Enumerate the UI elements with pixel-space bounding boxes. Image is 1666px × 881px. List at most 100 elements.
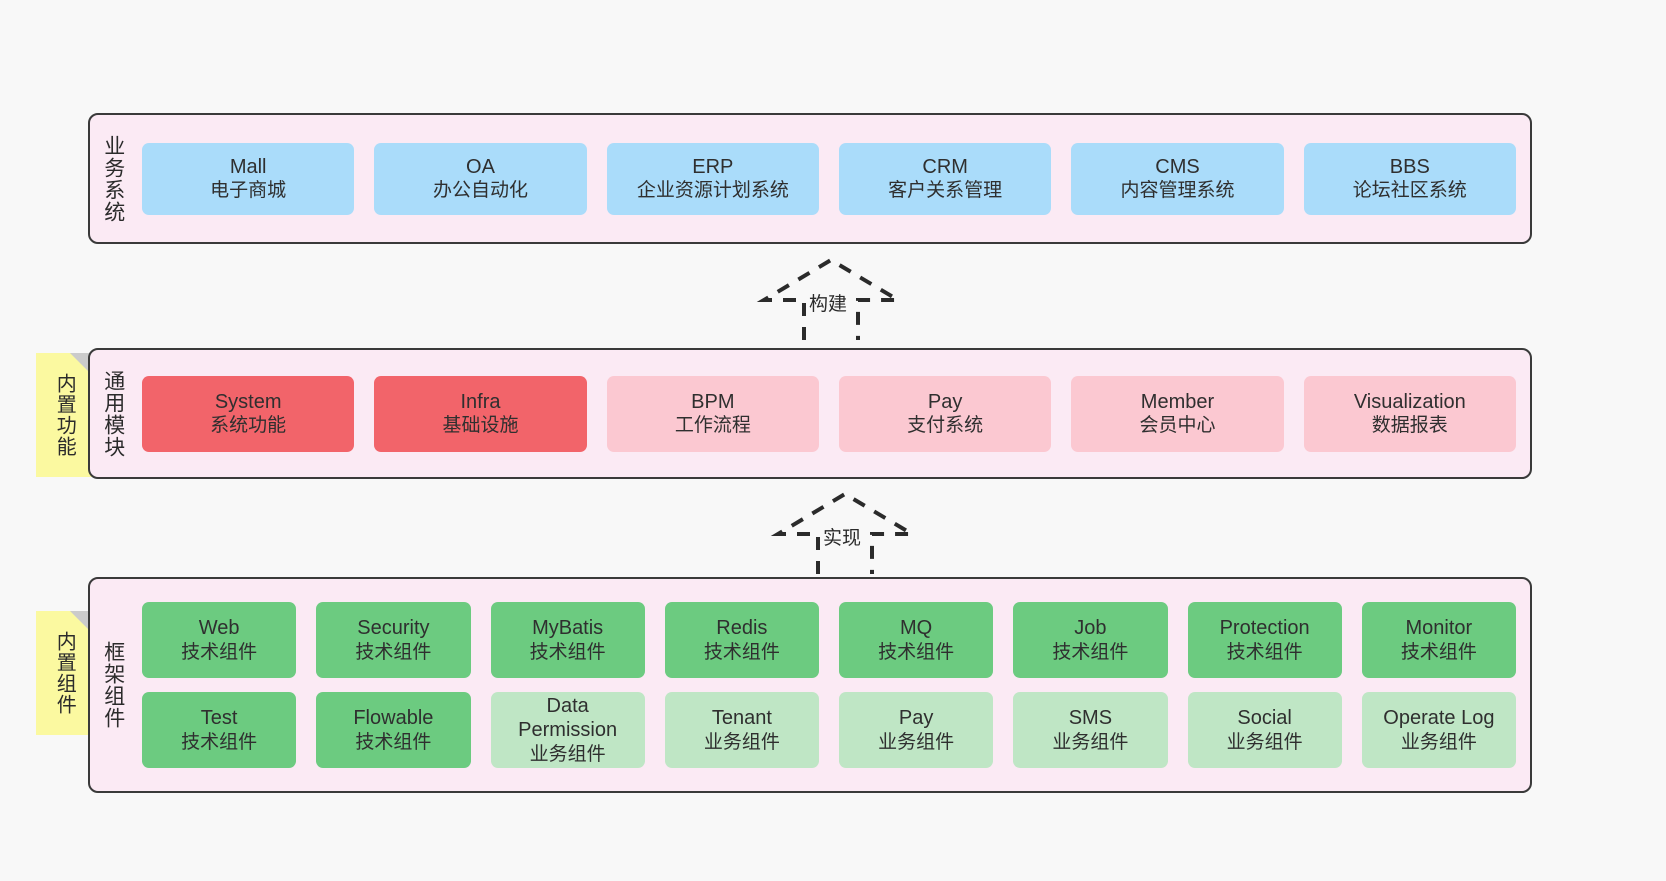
- node-oa[interactable]: OA 办公自动化: [374, 142, 587, 215]
- node-redis[interactable]: Redis 技术组件: [664, 602, 819, 678]
- node-pay-component[interactable]: Pay 业务组件: [839, 692, 994, 768]
- node-visualization[interactable]: Visualization 数据报表: [1303, 375, 1516, 452]
- node-subtitle: 业务组件: [703, 731, 780, 753]
- node-bbs[interactable]: BBS 论坛社区系统: [1303, 142, 1516, 215]
- business-node-row: Mall 电子商城 OA 办公自动化 ERP 企业资源计划系统 CRM 客户关系…: [142, 142, 1516, 215]
- node-title: Pay: [927, 390, 963, 413]
- node-subtitle: 会员中心: [1139, 415, 1216, 437]
- node-subtitle: 技术组件: [878, 641, 955, 663]
- node-social[interactable]: Social 业务组件: [1187, 692, 1342, 768]
- node-bpm[interactable]: BPM 工作流程: [606, 375, 819, 452]
- node-monitor[interactable]: Monitor 技术组件: [1361, 602, 1516, 678]
- node-subtitle: 技术组件: [1226, 641, 1303, 663]
- sticky-fold-icon: [70, 353, 92, 375]
- node-crm[interactable]: CRM 客户关系管理: [838, 142, 1052, 215]
- sticky-label: 内置功能: [53, 373, 76, 457]
- node-subtitle: 业务组件: [1052, 731, 1129, 753]
- node-title: CMS: [1155, 155, 1200, 178]
- node-title: OA: [466, 155, 495, 178]
- sticky-fold-icon: [70, 611, 92, 633]
- node-job[interactable]: Job 技术组件: [1013, 602, 1168, 678]
- node-title: Infra: [460, 390, 501, 413]
- node-subtitle: 办公自动化: [432, 180, 528, 202]
- node-title: SMS: [1068, 707, 1113, 730]
- node-mq[interactable]: MQ 技术组件: [839, 602, 994, 678]
- node-subtitle: 支付系统: [907, 415, 984, 437]
- node-subtitle: 技术组件: [1400, 641, 1477, 663]
- node-title: Social: [1237, 707, 1292, 730]
- node-cms[interactable]: CMS 内容管理系统: [1071, 142, 1284, 215]
- node-operate-log[interactable]: Operate Log 业务组件: [1361, 692, 1516, 768]
- layer-modules-label: 通用模块: [101, 369, 125, 458]
- node-title: Protection: [1219, 617, 1310, 640]
- node-title: Web: [198, 617, 240, 640]
- node-title: Data Permission: [518, 695, 618, 742]
- node-title: Pay: [898, 707, 934, 730]
- node-title: ERP: [692, 155, 734, 178]
- node-title: CRM: [922, 155, 968, 178]
- node-subtitle: 工作流程: [674, 415, 751, 437]
- node-title: Visualization: [1353, 390, 1466, 413]
- node-subtitle: 业务组件: [529, 743, 606, 765]
- layer-business-label: 业务系统: [101, 134, 125, 223]
- layer-business-systems: 业务系统 Mall 电子商城 OA 办公自动化 ERP 企业资源计划系统 CRM: [88, 113, 1532, 244]
- node-subtitle: 技术组件: [703, 641, 780, 663]
- node-title: MyBatis: [532, 617, 604, 640]
- node-tenant[interactable]: Tenant 业务组件: [664, 692, 819, 768]
- node-member[interactable]: Member 会员中心: [1071, 375, 1284, 452]
- node-data-permission[interactable]: Data Permission 业务组件: [490, 692, 645, 768]
- node-title: System: [214, 390, 282, 413]
- node-subtitle: 技术组件: [355, 641, 432, 663]
- node-subtitle: 数据报表: [1371, 415, 1448, 437]
- sticky-note-builtin-components: 内置组件: [36, 611, 92, 735]
- framework-node-row-technical: Web 技术组件 Security 技术组件 MyBatis 技术组件 Redi…: [142, 602, 1516, 678]
- node-title: BPM: [691, 390, 735, 413]
- node-title: Tenant: [711, 707, 772, 730]
- connector-build: 构建: [756, 256, 906, 340]
- layer-framework-components: 框架组件 Web 技术组件 Security 技术组件 MyBatis 技术组件…: [88, 577, 1532, 793]
- connector-implement: 实现: [770, 490, 920, 574]
- layer-framework-body: Web 技术组件 Security 技术组件 MyBatis 技术组件 Redi…: [136, 579, 1530, 791]
- node-subtitle: 技术组件: [181, 641, 258, 663]
- node-erp[interactable]: ERP 企业资源计划系统: [606, 142, 819, 215]
- node-flowable[interactable]: Flowable 技术组件: [316, 692, 471, 768]
- node-title: Redis: [716, 617, 768, 640]
- layer-common-modules: 通用模块 System 系统功能 Infra 基础设施 BPM 工作流程 Pay: [88, 348, 1532, 479]
- sticky-note-builtin-features: 内置功能: [36, 353, 92, 477]
- node-subtitle: 技术组件: [355, 731, 432, 753]
- node-title: Monitor: [1405, 617, 1473, 640]
- node-title: Mall: [229, 155, 267, 178]
- node-title: BBS: [1389, 155, 1430, 178]
- node-title: Operate Log: [1383, 707, 1495, 730]
- node-test[interactable]: Test 技术组件: [142, 692, 297, 768]
- node-subtitle: 电子商城: [210, 180, 287, 202]
- layer-modules-body: System 系统功能 Infra 基础设施 BPM 工作流程 Pay 支付系统…: [136, 350, 1530, 477]
- node-system[interactable]: System 系统功能: [142, 375, 355, 452]
- framework-node-row-business: Test 技术组件 Flowable 技术组件 Data Permission …: [142, 692, 1516, 768]
- node-infra[interactable]: Infra 基础设施: [374, 375, 587, 452]
- node-subtitle: 业务组件: [878, 731, 955, 753]
- node-title: Security: [357, 617, 430, 640]
- node-subtitle: 企业资源计划系统: [636, 180, 789, 202]
- node-title: MQ: [900, 617, 933, 640]
- layer-framework-label: 框架组件: [101, 641, 125, 729]
- node-subtitle: 业务组件: [1226, 731, 1303, 753]
- node-mybatis[interactable]: MyBatis 技术组件: [490, 602, 645, 678]
- connector-implement-label: 实现: [823, 528, 862, 549]
- node-sms[interactable]: SMS 业务组件: [1013, 692, 1168, 768]
- node-subtitle: 系统功能: [210, 415, 287, 437]
- node-title: Member: [1140, 390, 1215, 413]
- node-web[interactable]: Web 技术组件: [142, 602, 297, 678]
- node-subtitle: 客户关系管理: [888, 180, 1003, 202]
- layer-business-body: Mall 电子商城 OA 办公自动化 ERP 企业资源计划系统 CRM 客户关系…: [136, 115, 1530, 242]
- node-mall[interactable]: Mall 电子商城: [142, 142, 355, 215]
- node-subtitle: 技术组件: [1052, 641, 1129, 663]
- node-subtitle: 内容管理系统: [1120, 180, 1235, 202]
- node-subtitle: 技术组件: [181, 731, 258, 753]
- node-security[interactable]: Security 技术组件: [316, 602, 471, 678]
- node-title: Flowable: [353, 707, 434, 730]
- modules-node-row: System 系统功能 Infra 基础设施 BPM 工作流程 Pay 支付系统…: [142, 375, 1516, 452]
- node-protection[interactable]: Protection 技术组件: [1187, 602, 1342, 678]
- node-pay-module[interactable]: Pay 支付系统: [838, 375, 1052, 452]
